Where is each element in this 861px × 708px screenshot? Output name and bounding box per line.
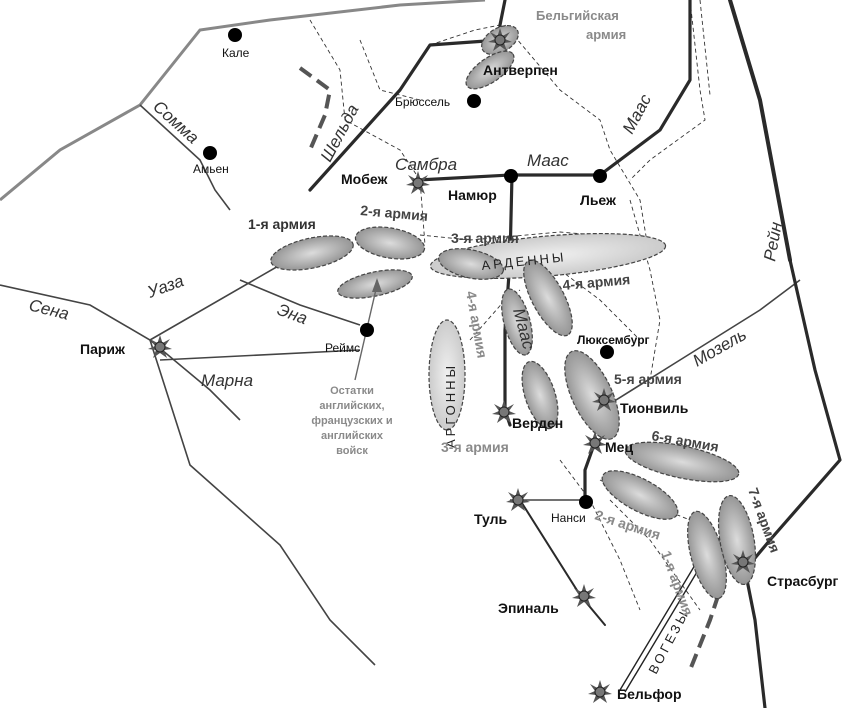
army-german-1: 1-я армия (248, 216, 316, 232)
army-german-3: 3-я армия (451, 230, 519, 246)
river-label-ena: Эна (275, 300, 310, 328)
belgian-army-ellipse-2 (465, 50, 515, 90)
remnants-label-2: английских, (319, 400, 384, 412)
german-3-ellipse (437, 248, 505, 280)
city-labels: Кале Антверпен Брюссель Амьен Мобеж Намю… (80, 46, 839, 702)
river-rein-branch (728, 0, 792, 262)
river-seine-lower (149, 339, 376, 666)
german-2-ellipse (354, 226, 426, 260)
city-verden: Верден (512, 415, 563, 431)
reims-dot (360, 323, 374, 337)
kale-dot (228, 28, 242, 42)
namur-dot (504, 169, 518, 183)
french-4-ellipse (501, 288, 533, 356)
dashed-thick-lines (298, 66, 727, 671)
city-strasburg: Страсбург (767, 573, 839, 589)
remnants-label-4: английских (321, 430, 384, 442)
city-bryussel: Брюссель (395, 95, 450, 109)
line-mobezh-namur-lezh (416, 0, 692, 182)
city-nansi: Нанси (551, 511, 586, 525)
city-parizh: Париж (80, 341, 126, 357)
city-tul: Туль (474, 511, 508, 527)
remnants-label-5: войск (336, 445, 368, 457)
river-somma-line (0, 0, 486, 202)
city-tionvil: Тионвиль (620, 400, 689, 416)
river-label-maas-north: Маас (527, 151, 569, 170)
city-epinal: Эпиналь (498, 600, 559, 616)
river-label-marna: Марна (201, 371, 253, 390)
river-label-rein: Рейн (760, 220, 786, 263)
river-rein (728, 0, 842, 708)
army-german-5: 5-я армия (614, 371, 682, 387)
city-reims: Реймс (325, 341, 360, 355)
city-mets: Мец (605, 439, 633, 455)
city-amen: Амьен (193, 162, 229, 176)
french-3-ellipse (521, 360, 559, 430)
city-antverpen: Антверпен (483, 62, 558, 78)
annotations: Бельгийская армия Остатки английских, фр… (311, 8, 626, 457)
region-argonny: АРГОННЫ (443, 363, 458, 448)
army-french-3: 3-я армия (441, 439, 509, 455)
nansi-dot (579, 495, 593, 509)
river-label-somma: Сомма (149, 97, 202, 148)
army-german-2: 2-я армия (360, 202, 429, 224)
army-german-4: 4-я армия (562, 271, 631, 293)
fortress-belfor-icon (587, 679, 613, 704)
river-label-uaza: Уаза (144, 271, 186, 302)
river-mozel (599, 279, 801, 411)
german-1-ellipse (270, 235, 354, 271)
lyuksemburg-dot (600, 345, 614, 359)
city-lyuksemburg: Люксембург (577, 333, 650, 347)
river-aisne (239, 279, 361, 326)
german-5-ellipse (564, 350, 620, 440)
thin-rivers (0, 104, 801, 666)
lezh-dot (593, 169, 607, 183)
bryussel-dot (467, 94, 481, 108)
belgian-army-label-2: армия (586, 27, 626, 42)
river-label-sambra: Самбра (395, 155, 457, 174)
army-french-4: 4-я армия (463, 290, 491, 360)
amen-dot (203, 146, 217, 160)
city-mobezh: Мобеж (341, 171, 388, 187)
river-shelda (308, 38, 502, 192)
city-kale: Кале (222, 46, 250, 60)
remnants-label-3: французских и (311, 415, 392, 427)
argonny-ellipse (428, 319, 466, 431)
city-lezh: Льеж (580, 192, 617, 208)
river-marne (159, 349, 361, 361)
fortress-mobezh-icon (405, 170, 431, 195)
river-somma (139, 104, 231, 211)
german-6-ellipse (624, 441, 740, 483)
remnants-label-1: Остатки (330, 385, 374, 397)
city-belfor: Бельфор (617, 686, 682, 702)
gray-rivers (0, 0, 486, 202)
city-dots (203, 28, 614, 509)
region-vogezy: ВОГЕЗЫ (645, 607, 692, 677)
river-label-maas-east: Маас (619, 91, 656, 137)
german-4-ellipse (523, 259, 573, 337)
army-ellipses (270, 24, 757, 600)
city-namur: Намюр (448, 187, 497, 203)
belgian-army-label-1: Бельгийская (536, 8, 619, 23)
french-2-ellipse (601, 470, 679, 520)
